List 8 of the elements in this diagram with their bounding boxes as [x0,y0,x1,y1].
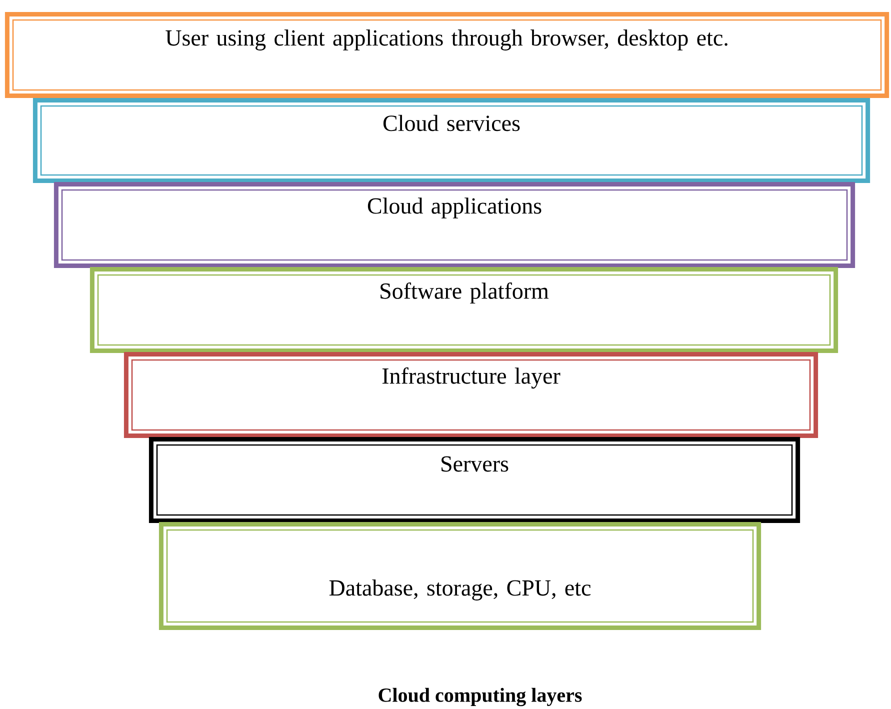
layer-box: Database, storage, CPU, etc [158,522,762,630]
layer-box: User using client applications through browser, desktop etc. [4,12,890,98]
layer-box: Cloud applications [54,182,856,268]
layer-box: Infrastructure layer [124,352,818,438]
layer-box: Servers [148,436,800,524]
caption: Cloud computing layers [378,688,582,706]
layer-box: Cloud services [32,98,870,184]
layer-box: Software platform [90,266,838,354]
